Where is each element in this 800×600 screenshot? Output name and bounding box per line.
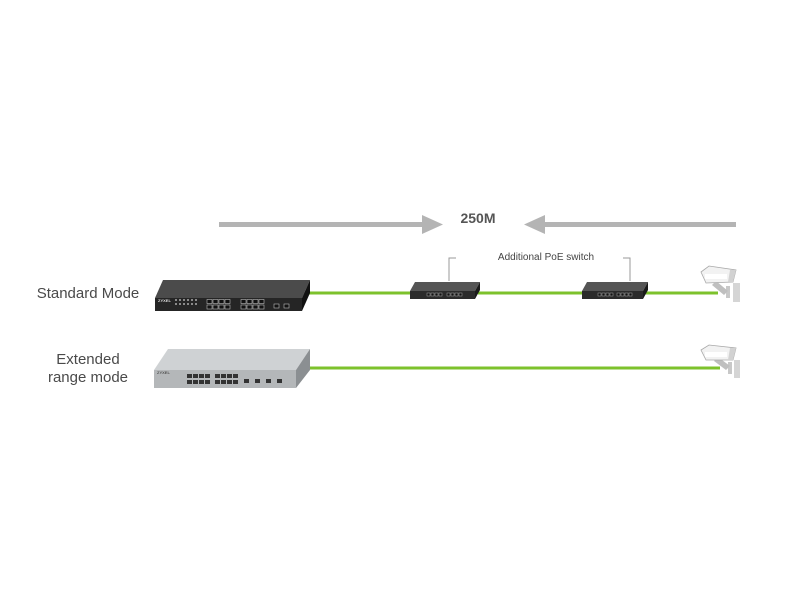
extended-range-mode-label: Extended range mode	[30, 351, 146, 387]
additional-poe-switch-icon-2	[582, 282, 648, 299]
ip-camera-icon	[700, 344, 740, 378]
extended-range-mode-label-line-2: range mode	[47, 369, 129, 386]
extended-range-mode-label-line-1: Extended	[56, 351, 120, 368]
additional-poe-switch-icon-1	[410, 282, 480, 299]
ip-camera-icon	[700, 265, 740, 302]
standard-mode-label: Standard Mode	[36, 285, 140, 302]
distance-arrow	[219, 215, 736, 234]
svg-text:ZYXEL: ZYXEL	[157, 370, 170, 375]
additional-poe-switch-label: Additional PoE switch	[497, 252, 595, 263]
standard-poe-switch-icon: ZYXEL	[155, 280, 310, 311]
distance-arrow-left	[219, 215, 443, 234]
poe-switch-callout-bracket	[448, 257, 631, 281]
distance-arrow-right	[524, 215, 736, 234]
distance-label: 250M	[460, 210, 496, 226]
svg-text:ZYXEL: ZYXEL	[158, 298, 171, 303]
extended-poe-switch-icon: ZYXEL	[154, 349, 310, 388]
